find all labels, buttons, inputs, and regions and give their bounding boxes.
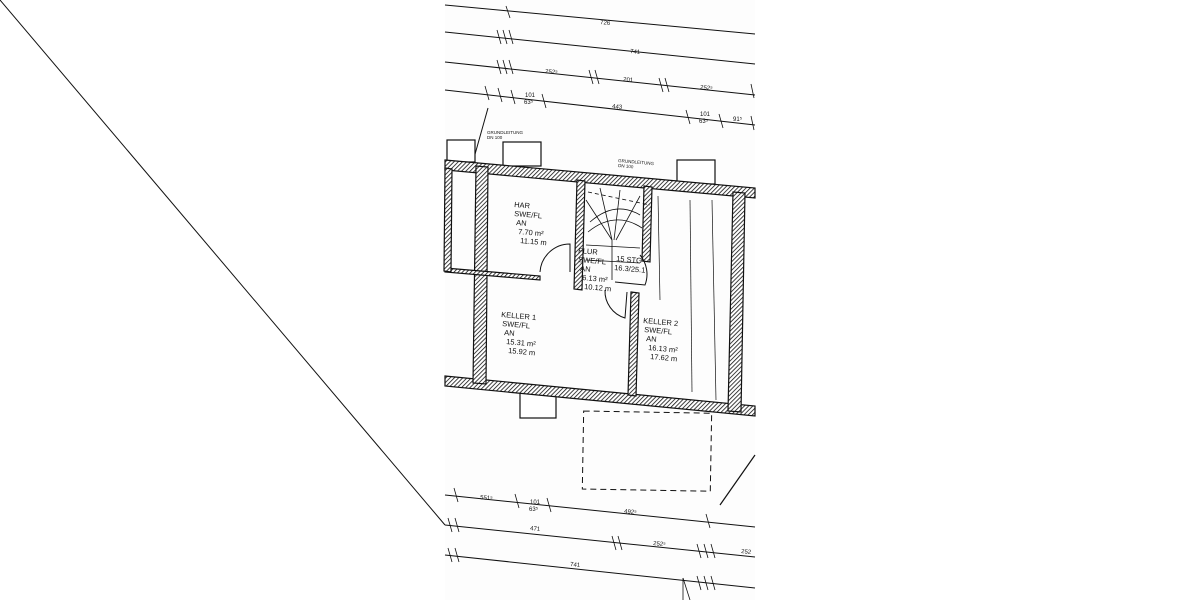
top-dimension-lines — [444, 4, 756, 131]
dim-label: 252⁵ — [653, 540, 667, 548]
dim-label: 443 — [612, 104, 623, 111]
stair-right-wall — [641, 185, 653, 263]
room-name: HAR — [514, 200, 531, 210]
dim-label: 63⁵ — [524, 99, 534, 106]
keller-divider-wall — [627, 291, 640, 397]
room-keller-2: KELLER 2 SWE/FL AN 16.13 m² 17.62 m — [643, 316, 679, 363]
stair-steps: 15 STG — [616, 254, 643, 265]
dim-label: 201 — [623, 77, 634, 84]
room-floor: SWE/FL — [578, 255, 607, 266]
dim-label: 63⁵ — [529, 506, 539, 513]
dimension-line — [444, 31, 756, 65]
dimension-line — [0, 0, 446, 526]
top-wall — [444, 159, 756, 199]
door-swing — [604, 289, 628, 319]
door-swing — [539, 243, 571, 273]
dimension-line — [444, 554, 756, 589]
room-name: KELLER 2 — [643, 316, 679, 328]
dim-label: 471 — [530, 526, 541, 533]
dimension-line — [444, 89, 756, 126]
staircase — [585, 187, 651, 280]
window — [446, 139, 476, 163]
bottom-dimension-lines — [0, 0, 756, 600]
room-code: AN — [646, 334, 657, 344]
note-grundleitung: GRUNDLEITUNG — [487, 130, 524, 135]
dim-label: 252⁵ — [700, 84, 714, 92]
room-floor: SWE/FL — [502, 319, 531, 330]
bottom-dimension-labels: 551⁵ 101 63⁵ 492⁵ 471 252⁵ 252 741 — [480, 494, 752, 569]
windows — [446, 139, 716, 419]
dimension-line — [444, 4, 756, 35]
note-grundleitung: DN 100 — [618, 163, 634, 169]
dim-label: 91⁵ — [733, 116, 743, 123]
stair-info: 15 STG 16.3/25.1 — [614, 254, 646, 275]
note-grundleitung: DN 100 — [487, 135, 503, 140]
note-grundleitung: GRUNDLEITUNG — [618, 158, 655, 166]
dim-label: 101 — [530, 500, 541, 506]
doors — [539, 243, 648, 319]
dim-label: 726 — [600, 20, 611, 27]
room-perimeter: 11.15 m — [520, 236, 547, 247]
dim-label: 63⁵ — [699, 118, 709, 125]
stair-ratio: 16.3/25.1 — [614, 263, 646, 275]
door-swing — [614, 254, 648, 286]
dim-label: 252 — [741, 549, 752, 556]
room-code: AN — [580, 264, 591, 274]
dashed-outline — [581, 410, 713, 492]
dim-label: 551⁵ — [480, 494, 494, 502]
room-floor: SWE/FL — [644, 325, 673, 336]
room-name: KELLER 1 — [501, 310, 537, 322]
walls — [443, 159, 756, 417]
room-har: HAR SWE/FL AN 7.70 m² 11.15 m — [514, 200, 547, 247]
room-area: 6.13 m² — [582, 273, 609, 284]
dim-label: 741 — [630, 49, 641, 56]
room-name: FLUR — [578, 246, 599, 257]
room-floor: SWE/FL — [514, 209, 543, 220]
dimension-line — [444, 61, 756, 96]
dim-label: 252⁵ — [545, 68, 559, 76]
room-keller-1: KELLER 1 SWE/FL AN 15.31 m² 15.92 m — [501, 310, 537, 357]
room-area: 7.70 m² — [518, 227, 545, 238]
dim-label: 101 — [700, 112, 711, 118]
stair-wall — [573, 179, 586, 291]
dim-label: 101 — [525, 93, 536, 99]
interior-dimension-lines — [657, 195, 717, 401]
room-area: 16.13 m² — [648, 343, 679, 355]
dim-label: 741 — [570, 562, 581, 569]
room-code: AN — [516, 218, 527, 228]
room-code: AN — [504, 328, 515, 338]
window — [676, 159, 716, 185]
bottom-wall — [444, 375, 756, 417]
dim-label: 492⁵ — [624, 508, 638, 516]
room-perimeter: 15.92 m — [508, 346, 536, 357]
far-left-wall — [443, 167, 453, 273]
leader-line — [719, 454, 756, 506]
window — [502, 141, 542, 167]
room-flur: FLUR SWE/FL AN 6.13 m² 10.12 m — [578, 246, 612, 293]
room-area: 15.31 m² — [506, 337, 537, 349]
top-dimension-labels: 726 741 252⁵ 201 252⁵ 101 63⁵ 443 101 63… — [524, 20, 743, 125]
room-perimeter: 10.12 m — [584, 282, 612, 293]
room-perimeter: 17.62 m — [650, 352, 678, 363]
dimension-line — [444, 494, 756, 528]
right-wall — [727, 191, 746, 413]
